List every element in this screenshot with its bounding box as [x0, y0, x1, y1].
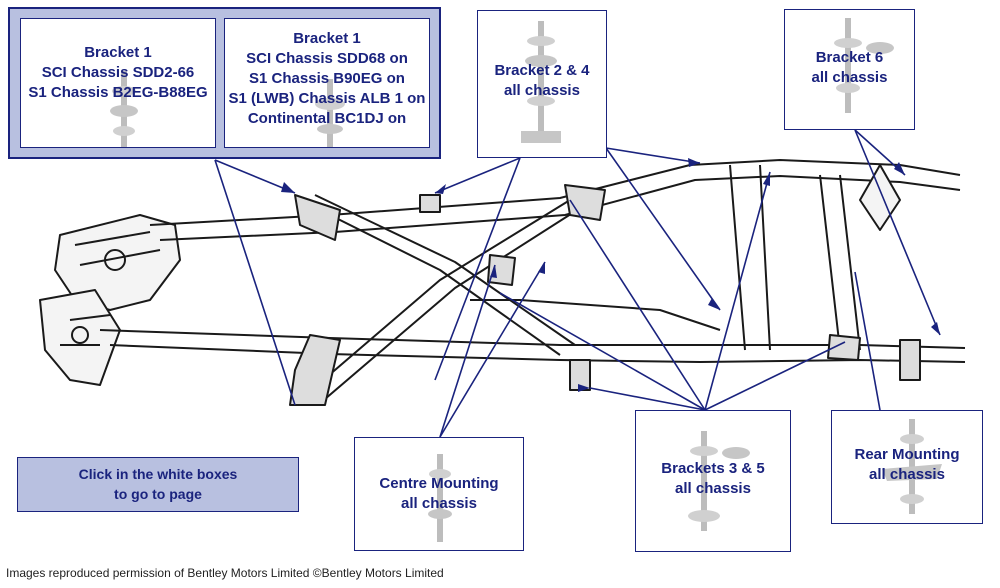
instruction-line-2: to go to page [114, 486, 202, 502]
pointer-lines [214, 129, 941, 438]
pointer-arrowheads [281, 158, 940, 392]
bracket2-4-link[interactable]: Bracket 2 & 4 all chassis [477, 10, 607, 158]
brackets3-5-title: Brackets 3 & 5 [661, 460, 765, 477]
bracket2-4-title: Bracket 2 & 4 [494, 62, 590, 79]
centre-mounting-subtitle: all chassis [401, 495, 477, 512]
rear-mounting-subtitle: all chassis [869, 466, 945, 483]
brackets3-5-subtitle: all chassis [675, 480, 751, 497]
bracket1-early-link[interactable]: Bracket 1 SCI Chassis SDD2-66 S1 Chassis… [20, 18, 216, 148]
bracket1-late-line-3: S1 Chassis B90EG on [249, 70, 405, 87]
bracket1-late-title: Bracket 1 [293, 30, 361, 47]
bracket1-late-line-5: Continental BC1DJ on [247, 110, 407, 127]
bracket1-late-link[interactable]: Bracket 1 SCI Chassis SDD68 on S1 Chassi… [224, 18, 430, 148]
bracket1-late-line-2: SCI Chassis SDD68 on [246, 50, 408, 67]
mounting-bracket-icon [428, 454, 452, 542]
bracket1-early-title: Bracket 1 [84, 44, 152, 61]
mounting-bracket-icon [834, 18, 894, 113]
mounting-bracket-icon [110, 71, 138, 147]
bracket1-early-line-2: SCI Chassis SDD2-66 [41, 64, 195, 81]
bracket1-early-line-3: S1 Chassis B2EG-B88EG [28, 84, 208, 101]
chassis-frame-icon [39, 159, 966, 406]
brackets3-5-link[interactable]: Brackets 3 & 5 all chassis [635, 410, 791, 552]
image-credit: Images reproduced permission of Bentley … [6, 566, 444, 580]
instruction-line-1: Click in the white boxes [78, 466, 238, 482]
bracket2-4-subtitle: all chassis [504, 82, 580, 99]
bracket6-link[interactable]: Bracket 6 all chassis [784, 9, 915, 130]
bracket1-late-line-4: S1 (LWB) Chassis ALB 1 on [228, 90, 426, 107]
mounting-bracket-icon [315, 79, 345, 147]
mounting-bracket-icon [882, 419, 942, 514]
bracket6-subtitle: all chassis [811, 69, 888, 86]
rear-mounting-title: Rear Mounting [854, 446, 960, 463]
rear-mounting-link[interactable]: Rear Mounting all chassis [831, 410, 983, 524]
centre-mounting-title: Centre Mounting [379, 475, 499, 492]
instruction-note: Click in the white boxes to go to page [17, 457, 299, 512]
mounting-bracket-icon [688, 431, 750, 531]
centre-mounting-link[interactable]: Centre Mounting all chassis [354, 437, 524, 551]
bracket6-title: Bracket 6 [815, 49, 884, 66]
mounting-bracket-icon [521, 21, 561, 143]
